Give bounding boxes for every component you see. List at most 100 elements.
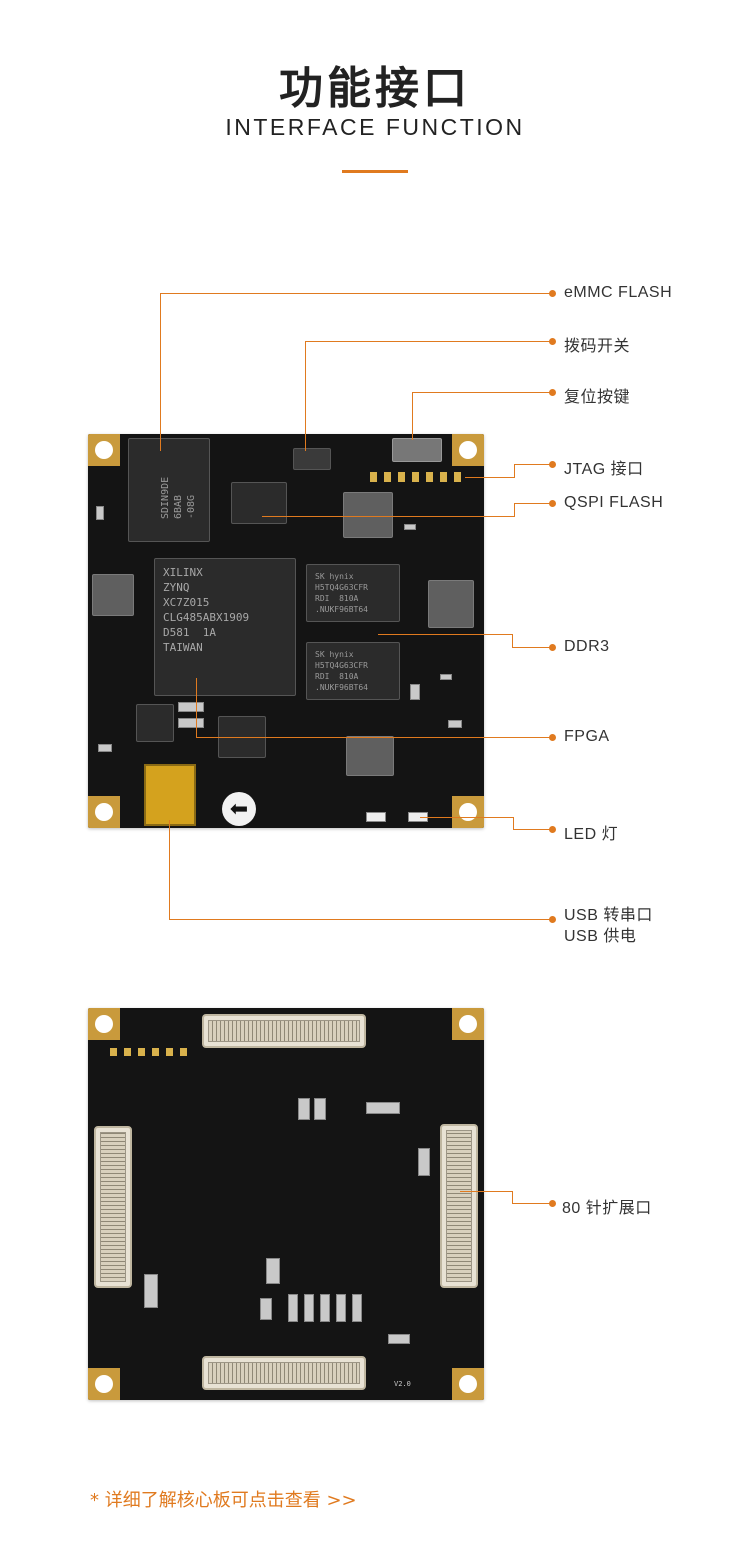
jtag-pads <box>110 1048 190 1056</box>
callout-dot <box>549 461 556 468</box>
smd-component <box>404 524 416 530</box>
callout-line <box>262 516 515 517</box>
mini-usb-connector <box>144 764 196 826</box>
board-version-silk: V2.0 <box>394 1380 411 1388</box>
label-dip-switch: 拨码开关 <box>564 338 631 355</box>
callout-dot <box>549 916 556 923</box>
smd-component <box>366 1102 400 1114</box>
callout-line <box>420 817 514 818</box>
callout-dot <box>549 500 556 507</box>
callout-dot <box>549 290 556 297</box>
smd-component <box>96 506 104 520</box>
callout-line <box>305 341 552 342</box>
page-subtitle: INTERFACE FUNCTION <box>225 114 525 140</box>
details-link[interactable]: * 详细了解核心板可点击查看 >> <box>90 1490 357 1511</box>
core-board-top-image: SDIN9DE 6BAB -08G XILINX ZYNQ XC7Z015 CL… <box>88 434 484 828</box>
smd-component <box>314 1098 326 1120</box>
usb-uart-chip <box>136 704 174 742</box>
led <box>366 812 386 822</box>
expansion-connector-right <box>440 1124 478 1288</box>
callout-line <box>512 1191 513 1204</box>
arrow-left-icon: ⬅ <box>222 792 256 826</box>
mounting-hole <box>88 1368 120 1400</box>
mounting-hole <box>88 1008 120 1040</box>
callout-line <box>514 503 515 516</box>
smd-component <box>352 1294 362 1322</box>
mounting-hole <box>88 796 120 828</box>
callout-line <box>160 293 161 451</box>
smd-component <box>260 1298 272 1320</box>
callout-line <box>196 678 197 738</box>
smd-component <box>98 744 112 752</box>
callout-line <box>412 392 413 440</box>
smd-component <box>298 1098 310 1120</box>
label-led: LED 灯 <box>564 826 619 843</box>
callout-line <box>196 737 552 738</box>
expansion-connector-left <box>94 1126 132 1288</box>
ddr3-chip: SK hynix H5TQ4G63CFR RDI 810A .NUKF96BT6… <box>306 642 400 700</box>
smd-component <box>410 684 420 700</box>
label-80pin-connector: 80 针扩展口 <box>562 1200 652 1217</box>
expansion-connector-bottom <box>202 1356 366 1390</box>
callout-dot <box>549 644 556 651</box>
smd-component <box>440 674 452 680</box>
expansion-connector-top <box>202 1014 366 1048</box>
page-title: 功能接口 <box>279 63 471 114</box>
mounting-hole <box>452 1008 484 1040</box>
callout-dot <box>549 338 556 345</box>
callout-dot <box>549 826 556 833</box>
mounting-hole <box>452 796 484 828</box>
label-fpga: FPGA <box>564 728 610 745</box>
title-divider <box>342 170 408 173</box>
callout-line <box>412 392 552 393</box>
callout-line <box>512 647 552 648</box>
dip-switch <box>293 448 331 470</box>
smd-component <box>448 720 462 728</box>
label-usb-power: USB 供电 <box>564 928 637 945</box>
callout-line <box>514 464 552 465</box>
label-emmc-flash: eMMC FLASH <box>564 284 673 301</box>
fpga-chip: XILINX ZYNQ XC7Z015 CLG485ABX1909 D581 1… <box>154 558 296 696</box>
smd-component <box>320 1294 330 1322</box>
smd-component <box>388 1334 410 1344</box>
callout-line <box>514 464 515 477</box>
inductor <box>92 574 134 616</box>
smd-component <box>336 1294 346 1322</box>
mounting-hole <box>452 1368 484 1400</box>
inductor <box>346 736 394 776</box>
callout-line <box>512 1203 552 1204</box>
core-board-bottom-image: V2.0 <box>88 1008 484 1400</box>
callout-dot <box>549 1200 556 1207</box>
callout-line <box>513 817 514 830</box>
label-qspi-flash: QSPI FLASH <box>564 494 664 511</box>
callout-line <box>513 829 552 830</box>
smd-component <box>304 1294 314 1322</box>
callout-line <box>512 634 513 648</box>
callout-dot <box>549 734 556 741</box>
smd-component <box>288 1294 298 1322</box>
callout-line <box>169 820 170 920</box>
ddr3-chip: SK hynix H5TQ4G63CFR RDI 810A .NUKF96BT6… <box>306 564 400 622</box>
callout-line <box>514 503 552 504</box>
inductor <box>428 580 474 628</box>
callout-line <box>465 477 515 478</box>
smd-component <box>178 718 204 728</box>
reset-button <box>392 438 442 462</box>
inductor <box>343 492 393 538</box>
callout-line <box>378 634 513 635</box>
mounting-hole <box>88 434 120 466</box>
callout-dot <box>549 389 556 396</box>
jtag-header <box>370 472 466 482</box>
callout-line <box>160 293 552 294</box>
smd-component <box>418 1148 430 1176</box>
mounting-hole <box>452 434 484 466</box>
smd-component <box>144 1274 158 1308</box>
label-ddr3: DDR3 <box>564 638 610 655</box>
label-jtag: JTAG 接口 <box>564 461 644 478</box>
qspi-flash-chip <box>231 482 287 524</box>
emmc-chip: SDIN9DE 6BAB -08G <box>128 438 210 542</box>
callout-line <box>460 1191 513 1192</box>
callout-line <box>169 919 552 920</box>
label-reset-button: 复位按键 <box>564 389 631 406</box>
callout-line <box>305 341 306 451</box>
